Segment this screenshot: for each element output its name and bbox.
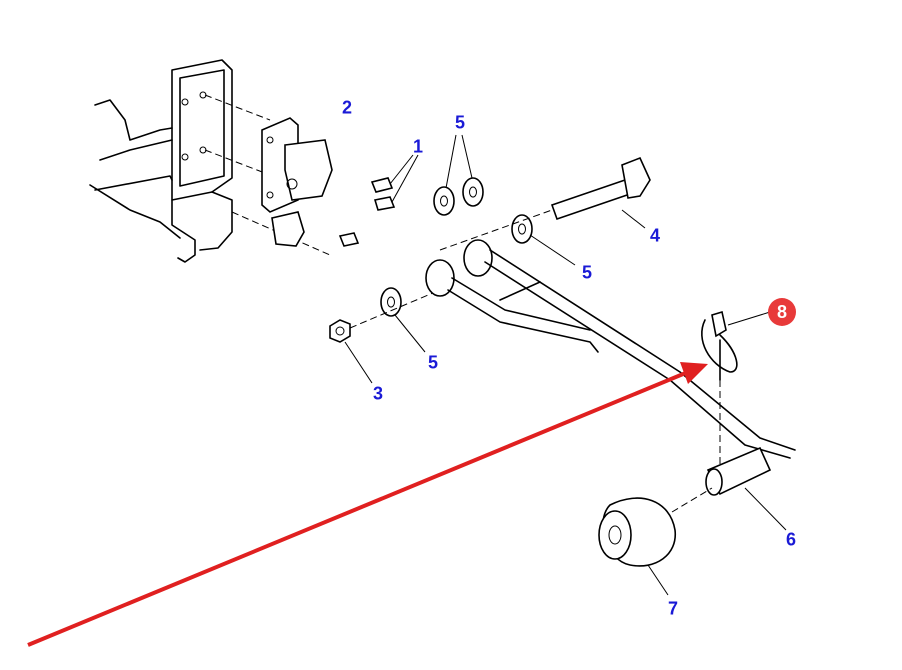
long-bolt	[439, 156, 651, 251]
lever-assembly	[425, 239, 796, 531]
callout-part-1: 1	[412, 136, 424, 157]
callout-part-3: 3	[372, 383, 384, 404]
mounting-frame	[89, 59, 331, 263]
callout-part-8-highlighted: 8	[768, 298, 796, 326]
handle-knob	[598, 487, 713, 596]
callout-part-2: 2	[341, 97, 353, 118]
callout-part-6: 6	[785, 529, 797, 550]
callout-part-5-nut-washer: 5	[427, 352, 439, 373]
lynch-pin	[701, 310, 771, 468]
nut	[329, 289, 441, 384]
callout-part-7: 7	[667, 598, 679, 619]
callout-part-5-washers: 5	[454, 112, 466, 133]
callout-part-4: 4	[649, 225, 661, 246]
screws	[338, 154, 419, 247]
callout-part-5-bolt-washer: 5	[581, 262, 593, 283]
highlight-arrow	[27, 362, 708, 647]
hinge-bracket	[261, 117, 333, 247]
